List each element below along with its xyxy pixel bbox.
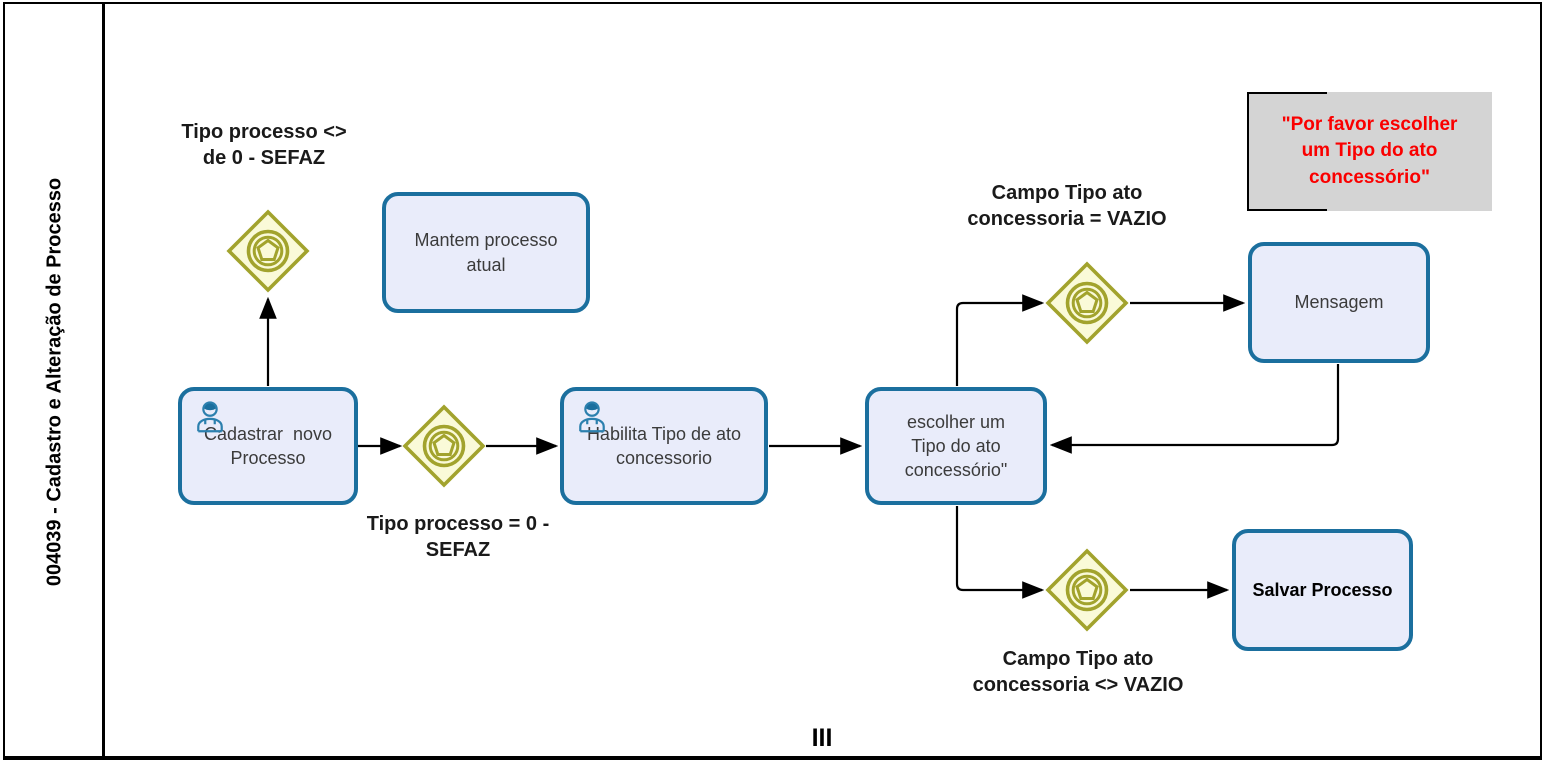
- task-escolher-tipo-ato-concessorio[interactable]: escolher um Tipo do ato concessório": [865, 387, 1047, 505]
- pentagon-icon: [256, 238, 280, 261]
- task-mantem-processo-atual[interactable]: Mantem processo atual: [382, 192, 590, 313]
- gateway-event-based-1[interactable]: [226, 209, 310, 293]
- task-salvar-processo[interactable]: Salvar Processo: [1232, 529, 1413, 651]
- condition-label-campo-nao-vazio: Campo Tipo ato concessoria <> VAZIO: [972, 648, 1184, 696]
- task-label: Habilita Tipo de ato concessorio: [586, 423, 742, 468]
- gateway-event-based-2[interactable]: [402, 404, 486, 488]
- gateway-event-based-4[interactable]: [1045, 548, 1129, 632]
- user-task-icon: [579, 401, 605, 433]
- condition-label-tipo-processo-diff: Tipo processo <> de 0 - SEFAZ: [181, 121, 347, 169]
- condition-label-campo-vazio: Campo Tipo ato concessoria = VAZIO: [967, 182, 1167, 230]
- condition-label-tipo-processo-eq: Tipo processo = 0 - SEFAZ: [366, 513, 550, 561]
- lane-marker-iii: III: [811, 724, 833, 752]
- pentagon-icon: [1075, 577, 1099, 600]
- task-habilita-tipo-ato-concessorio[interactable]: Habilita Tipo de ato concessorio: [560, 387, 768, 505]
- task-label: Mantem processo atual: [414, 230, 558, 275]
- task-label: Cadastrar novo Processo: [203, 423, 333, 468]
- user-task-icon: [197, 401, 223, 433]
- pool-border: [3, 2, 1542, 760]
- lane-title: 004039 - Cadastro e Alteração de Process…: [43, 177, 66, 587]
- pentagon-icon: [432, 433, 456, 456]
- lane-divider: [102, 2, 105, 758]
- pentagon-icon: [1075, 290, 1099, 313]
- task-cadastrar-novo-processo[interactable]: Cadastrar novo Processo: [178, 387, 358, 505]
- gateway-event-based-3[interactable]: [1045, 261, 1129, 345]
- task-label: Mensagem: [1294, 292, 1384, 313]
- text-annotation[interactable]: "Por favor escolher um Tipo do ato conce…: [1247, 92, 1492, 211]
- task-label: Salvar Processo: [1252, 579, 1393, 600]
- annotation-text: "Por favor escolher um Tipo do ato conce…: [1281, 113, 1458, 188]
- task-label: escolher um Tipo do ato concessório": [904, 411, 1008, 481]
- task-mensagem[interactable]: Mensagem: [1248, 242, 1430, 363]
